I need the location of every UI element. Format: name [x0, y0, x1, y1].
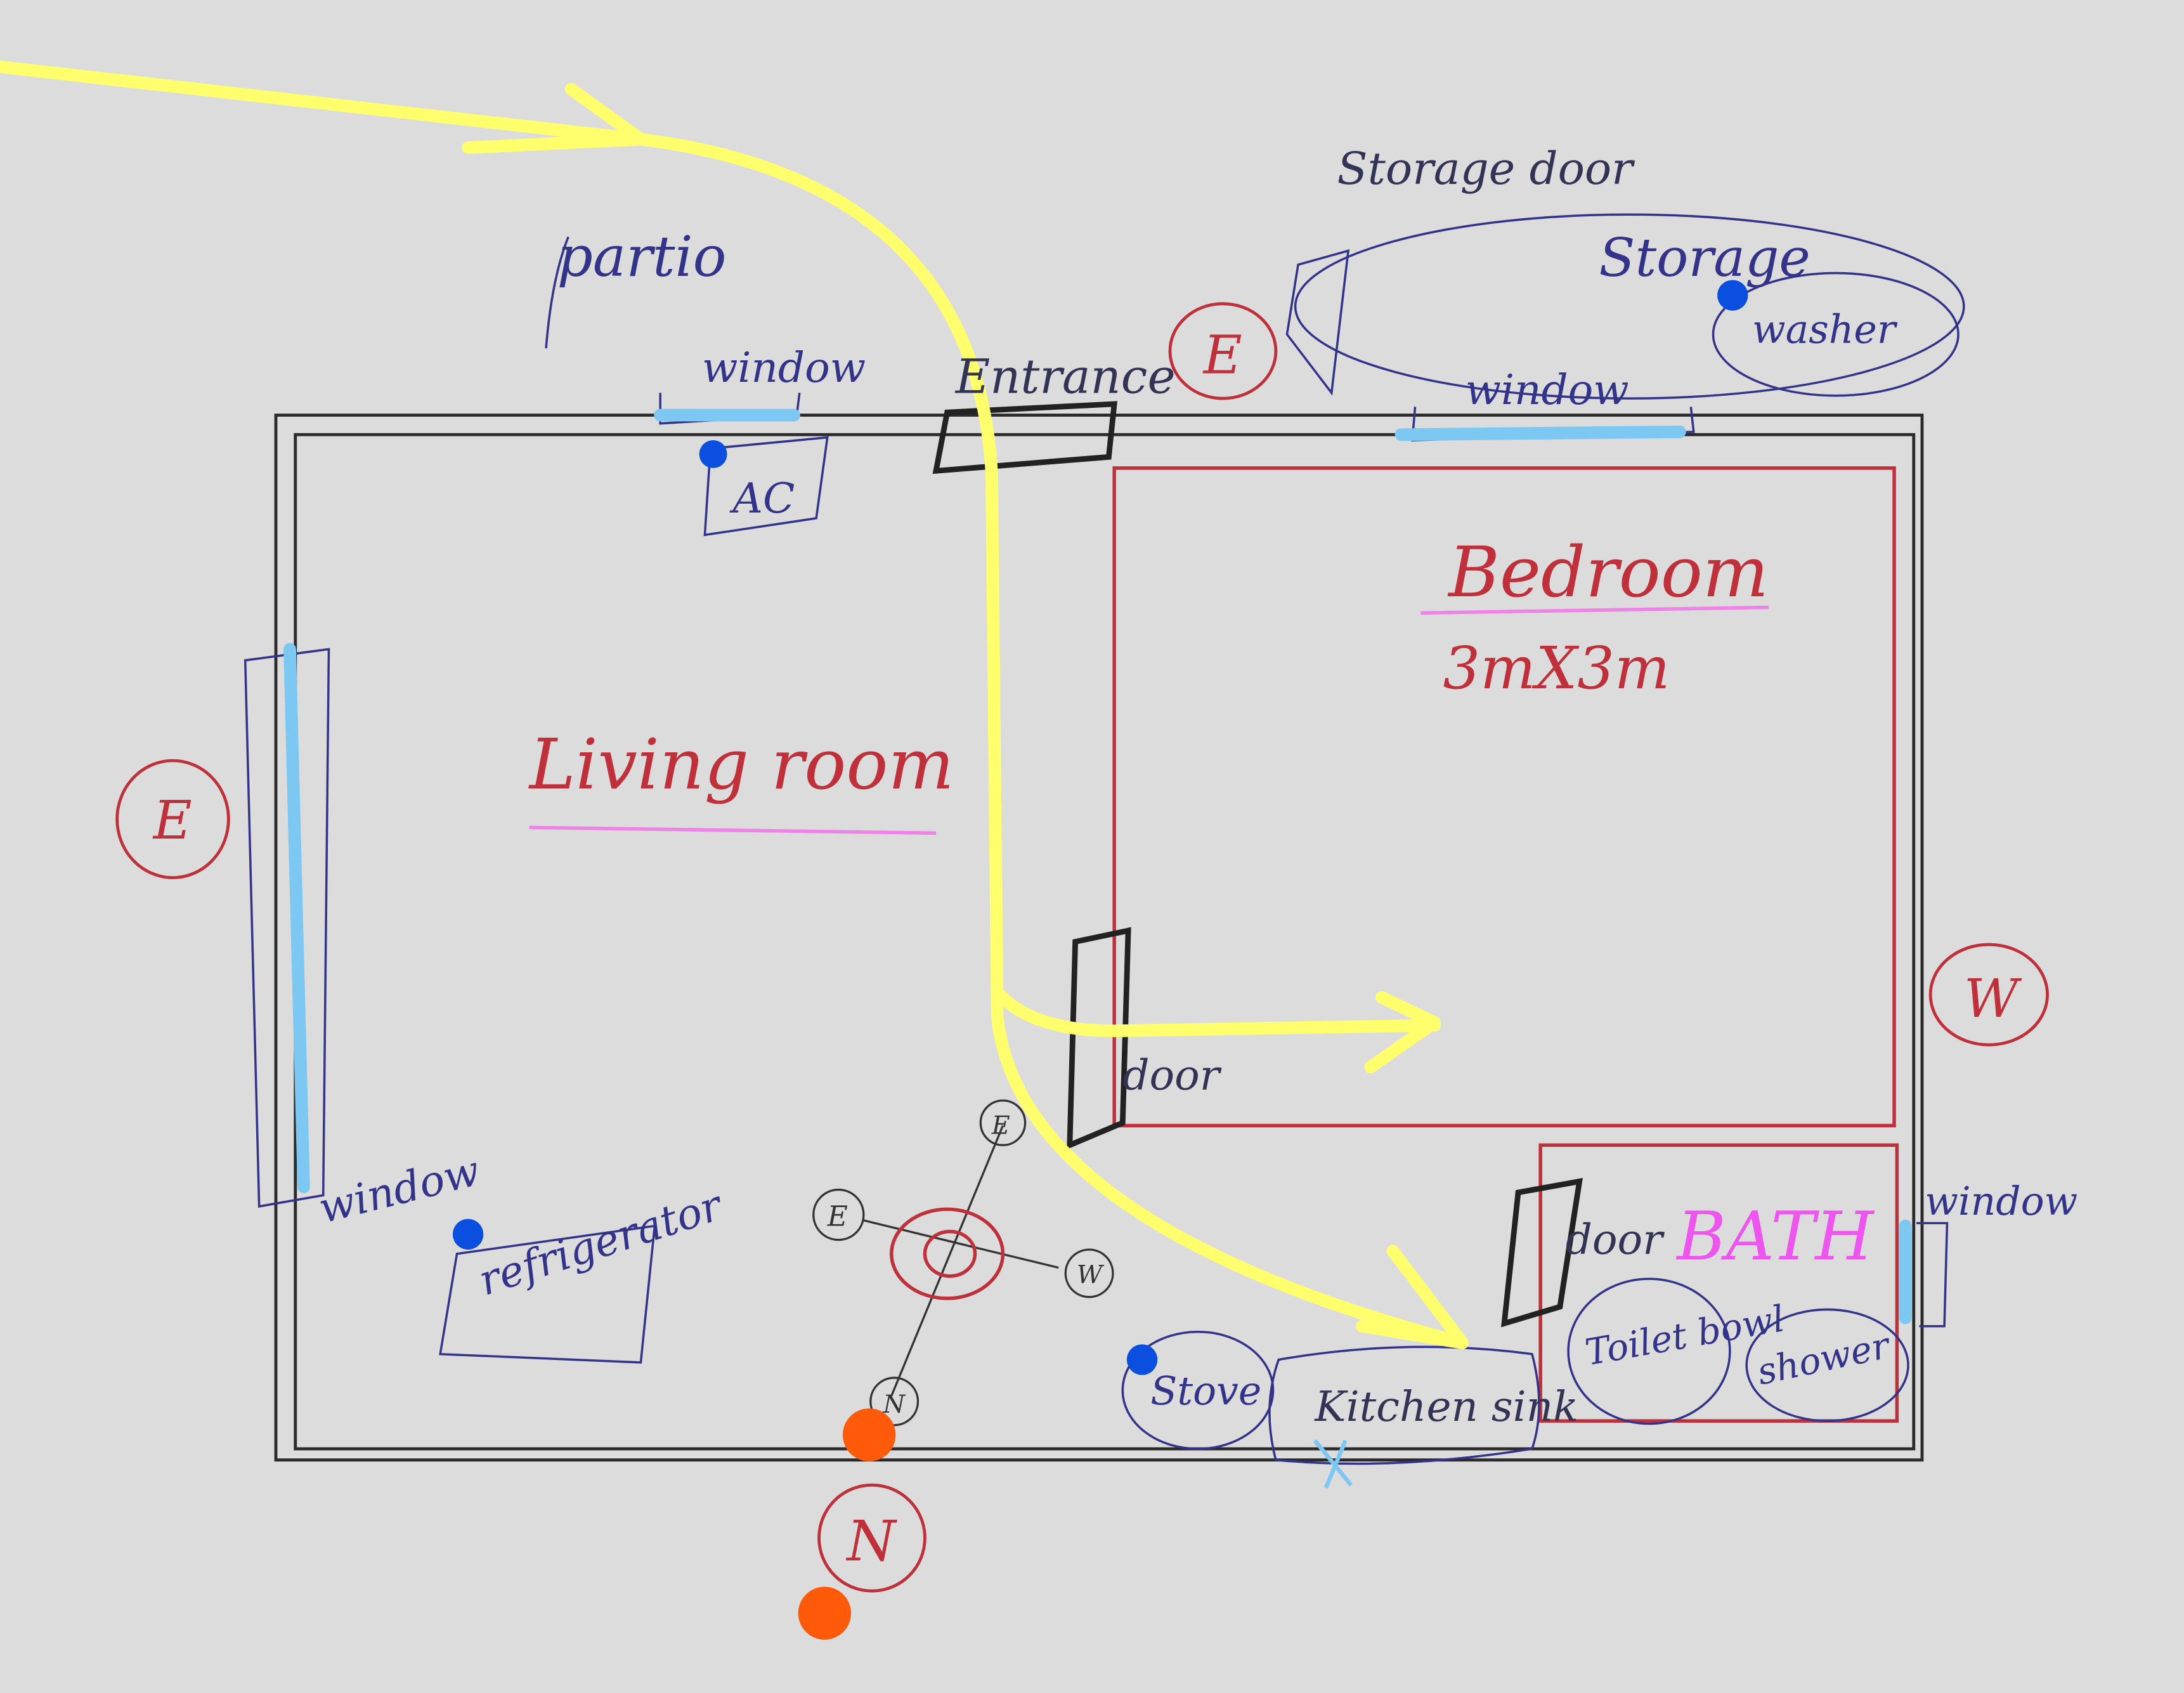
living-room-underline: [529, 825, 937, 835]
marker-washer: [1717, 280, 1748, 311]
label-partio: partio: [557, 224, 727, 289]
sink-x-mark: [1313, 1439, 1353, 1489]
label-bath: BATH: [1675, 1197, 1875, 1275]
window-highlight-top-right: [1394, 425, 1686, 441]
label-window-top-left: window: [702, 343, 866, 392]
refrigerator-box: [439, 1224, 656, 1364]
compass-ring-inner: [923, 1229, 977, 1278]
compass-w-right-circle: [1928, 943, 2050, 1047]
storage-ellipse: [1294, 213, 1965, 400]
window-highlights: [283, 409, 1912, 1324]
marker-orange-bottom: [798, 1586, 852, 1640]
label-stove: Stove: [1150, 1368, 1261, 1414]
shower-ellipse: [1745, 1308, 1909, 1422]
compass-axis-ew: [863, 1219, 1059, 1269]
bedroom-branch: [991, 985, 1441, 1038]
label-door-bath: door: [1566, 1215, 1665, 1264]
mini-compass-w-circle: [1064, 1248, 1114, 1298]
label-window-right: window: [1925, 1179, 2077, 1224]
label-living-room: Living room: [528, 724, 954, 805]
window-bracket-left: [244, 648, 330, 1208]
compass-axis-ns: [890, 1125, 1004, 1397]
washer-ellipse: [1712, 271, 1960, 397]
label-compass-e-left: E: [152, 790, 192, 851]
entrance-door: [932, 401, 1118, 474]
bedroom-walls: [1112, 466, 1896, 1128]
bedroom-underline: [1420, 605, 1769, 615]
bath-walls: [1538, 1143, 1899, 1423]
label-refrigerator: refrigerator: [473, 1180, 730, 1305]
partio-stroke: [545, 236, 569, 349]
mini-compass: [812, 1099, 1114, 1427]
label-washer: washer: [1752, 306, 1898, 352]
stove-circle: [1121, 1330, 1275, 1450]
label-door-bedroom: door: [1122, 1050, 1221, 1099]
label-compass-n-bottom: N: [845, 1508, 897, 1574]
mini-compass-e-left-circle: [812, 1188, 865, 1241]
label-storage-door: Storage door: [1337, 143, 1636, 195]
label-kitchen-sink: Kitchen sink: [1314, 1382, 1578, 1431]
ac-box: [703, 436, 829, 537]
label-compass-e-top: E: [1202, 325, 1242, 386]
compass-e-top-circle: [1168, 302, 1278, 400]
compass-ring-outer: [890, 1207, 1005, 1300]
label-mini-compass-n: N: [883, 1390, 906, 1419]
window-highlight-left: [283, 643, 310, 1194]
main-route: [0, 60, 1469, 1350]
label-window-left: window: [314, 1146, 484, 1233]
marker-stove: [1126, 1344, 1158, 1375]
mini-compass-e-top-circle: [979, 1099, 1027, 1146]
compass-e-left-circle: [115, 759, 230, 880]
blue-ink-sketches: [244, 213, 1965, 1465]
label-bedroom-size: 3mX3m: [1443, 634, 1670, 702]
label-compass-w-right: W: [1964, 968, 2022, 1030]
bath-door: [1501, 1177, 1583, 1328]
label-ac: AC: [729, 474, 795, 523]
label-mini-compass-w: W: [1077, 1260, 1105, 1290]
bedroom-door: [1067, 927, 1131, 1149]
outer-wall-line: [274, 414, 1924, 1462]
label-entrance: Entrance: [954, 349, 1176, 404]
marker-refrigerator: [452, 1219, 484, 1250]
label-mini-compass-e-top: E: [991, 1111, 1010, 1141]
window-bracket-right: [1916, 1222, 1949, 1328]
label-bedroom: Bedroom: [1447, 532, 1769, 613]
arrowhead-bath: [1356, 1245, 1469, 1350]
mini-compass-n-circle: [869, 1376, 920, 1427]
arrowhead-entrance: [462, 82, 647, 154]
red-compass-marks: [115, 302, 2050, 1593]
storage-door: [1285, 249, 1350, 396]
yellow-path: [0, 60, 1469, 1350]
label-storage: Storage: [1599, 227, 1810, 289]
marker-orange-top: [842, 1408, 896, 1461]
toilet-ellipse: [1567, 1278, 1731, 1425]
label-window-top-right: window: [1466, 365, 1629, 414]
arrowhead-bedroom: [1364, 991, 1441, 1074]
marker-ac: [699, 440, 727, 468]
label-mini-compass-e-left: E: [827, 1201, 848, 1233]
compass-n-bottom-circle: [817, 1483, 926, 1593]
markers: [452, 280, 1748, 1640]
kitchen-sink-shape: [1268, 1345, 1540, 1465]
